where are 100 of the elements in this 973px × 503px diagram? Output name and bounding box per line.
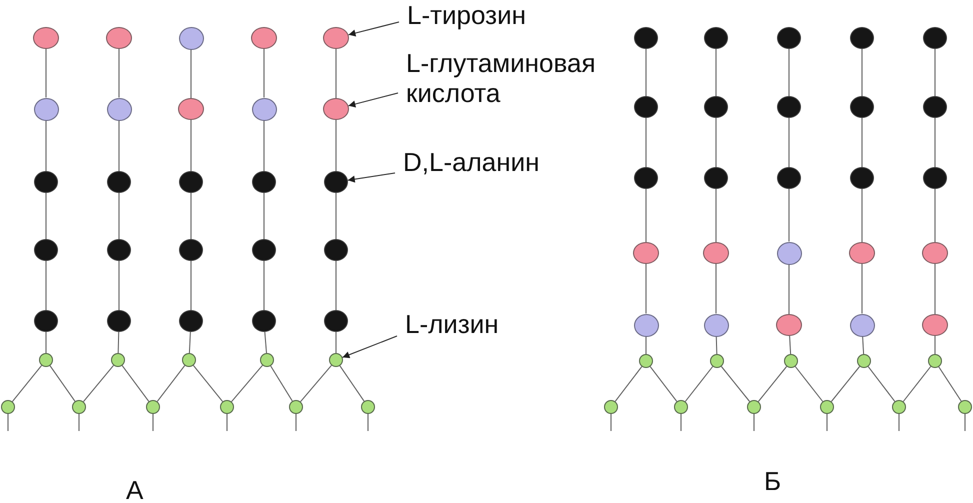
residue-circle: [34, 239, 58, 261]
leader-arrow: [347, 172, 396, 183]
backbone-circle: [329, 353, 343, 367]
residue-circle: [179, 239, 203, 261]
chain-link-line: [156, 365, 186, 402]
chain-link-line: [650, 366, 678, 402]
chain-link-line: [188, 332, 191, 354]
backbone-circle: [39, 353, 53, 367]
residue-circle: [252, 171, 276, 193]
backbone-circle: [220, 400, 234, 414]
chain-link-line: [720, 366, 750, 402]
chain-link-line: [270, 366, 293, 402]
residue-circle: [106, 27, 132, 49]
residue-circle: [849, 242, 875, 264]
residue-circle: [922, 242, 948, 264]
chain-link-line: [934, 188, 936, 242]
residue-circle: [252, 310, 276, 332]
residue-label: D,L-аланин: [395, 147, 540, 177]
chain-link-line: [830, 366, 860, 402]
chain-link-line: [118, 332, 120, 354]
chain-stub-line: [680, 414, 682, 432]
chain-stub-line: [964, 414, 966, 432]
residue-circle: [776, 314, 802, 336]
leader-arrow: [348, 92, 398, 108]
residue-circle: [634, 167, 658, 189]
residue-circle: [324, 310, 348, 332]
chain-stub-line: [152, 414, 154, 432]
chain-link-line: [190, 120, 192, 172]
chain-stub-line: [898, 414, 900, 432]
residue-circle: [107, 171, 131, 193]
backbone-circle: [857, 354, 871, 368]
chain-stub-line: [826, 414, 828, 432]
residue-circle: [850, 314, 874, 336]
residue-circle: [923, 96, 947, 118]
chain-link-line: [934, 336, 936, 354]
chain-link-line: [758, 366, 788, 402]
chain-link-line: [868, 366, 896, 402]
leader-arrow: [348, 22, 400, 36]
residue-circle: [776, 242, 802, 264]
chain-link-line: [231, 364, 263, 402]
chain-link-line: [118, 120, 120, 172]
residue-circle: [34, 98, 58, 120]
backbone-circle: [361, 400, 375, 414]
residue-circle: [634, 96, 658, 118]
chain-link-line: [190, 260, 192, 310]
chain-link-line: [938, 366, 962, 402]
residue-circle: [922, 314, 948, 336]
backbone-circle: [928, 354, 942, 368]
residue-circle: [777, 27, 801, 49]
residue-circle: [107, 239, 131, 261]
chain-link-line: [300, 364, 332, 402]
chain-link-line: [934, 118, 936, 168]
backbone-circle: [674, 400, 688, 414]
residue-circle: [34, 171, 58, 193]
residue-circle: [777, 167, 801, 189]
backbone-circle: [289, 400, 303, 414]
chain-link-line: [118, 260, 120, 310]
backbone-circle: [260, 353, 274, 367]
residue-circle: [323, 98, 349, 120]
panel-label: Б: [764, 469, 782, 493]
residue-circle: [324, 171, 348, 193]
residue-circle: [850, 96, 874, 118]
chain-link-line: [339, 365, 365, 402]
residue-circle: [252, 98, 276, 120]
residue-circle: [106, 98, 132, 120]
residue-circle: [33, 27, 59, 49]
chain-link-line: [118, 48, 120, 98]
residue-label: L-лизин: [397, 309, 499, 339]
residue-circle: [850, 27, 874, 49]
chain-stub-line: [78, 414, 80, 432]
residue-circle: [704, 96, 728, 118]
residue-circle: [178, 26, 204, 50]
backbone-circle: [639, 354, 653, 368]
residue-circle: [923, 167, 947, 189]
chain-link-line: [788, 188, 790, 242]
residue-circle: [107, 310, 131, 332]
chain-link-line: [264, 332, 267, 354]
backbone-circle: [1, 400, 15, 414]
chain-link-line: [192, 364, 224, 402]
residue-circle: [704, 314, 728, 336]
residue-circle: [923, 27, 947, 49]
backbone-circle: [111, 353, 125, 367]
chain-link-line: [684, 366, 714, 402]
residue-circle: [252, 239, 276, 261]
residue-circle: [324, 239, 348, 261]
residue-circle: [178, 98, 204, 120]
residue-circle: [850, 167, 874, 189]
backbone-circle: [182, 353, 196, 367]
chain-link-line: [862, 336, 864, 354]
residue-label: L-тирозин: [399, 0, 526, 30]
chain-link-line: [934, 264, 936, 314]
chain-link-line: [50, 365, 76, 402]
chain-link-line: [190, 192, 192, 240]
residue-circle: [634, 27, 658, 49]
chain-link-line: [934, 48, 936, 96]
backbone-circle: [784, 354, 798, 368]
chain-link-line: [190, 49, 192, 98]
backbone-circle: [72, 400, 86, 414]
residue-circle: [703, 242, 729, 264]
residue-circle: [704, 167, 728, 189]
